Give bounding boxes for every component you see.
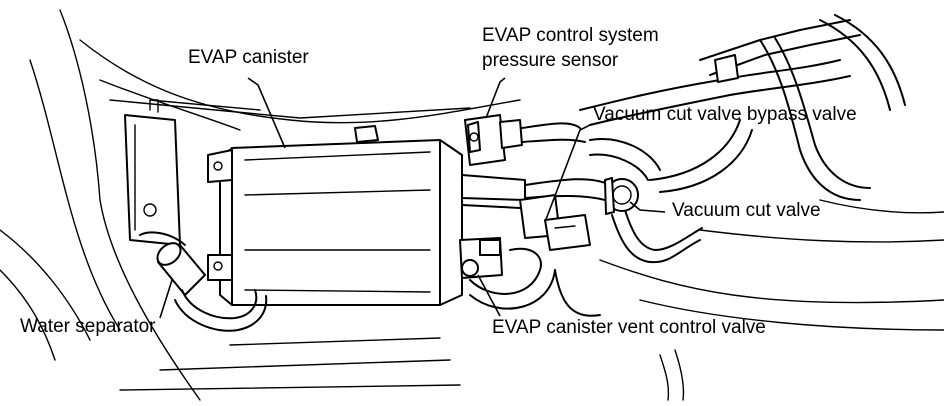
leader-vacuum-cut-valve	[629, 201, 666, 213]
label-pressure-sensor-line1: EVAP control system	[482, 25, 659, 46]
label-vacuum-cut-valve: Vacuum cut valve	[672, 200, 821, 221]
leader-pressure-sensor	[485, 77, 506, 119]
canister-hoses	[469, 247, 601, 317]
leader-bypass-valve	[544, 123, 593, 223]
evap-canister-body	[207, 125, 463, 306]
body-panel-lines	[0, 9, 944, 401]
label-bypass-valve: Vacuum cut valve bypass valve	[593, 104, 857, 125]
leader-vent-control-valve	[477, 274, 501, 317]
mounting-bracket	[124, 99, 181, 246]
vacuum-tubes	[461, 14, 906, 264]
label-pressure-sensor-line2: pressure sensor	[482, 50, 619, 71]
label-water-separator: Water separator	[20, 316, 156, 337]
label-evap-canister: EVAP canister	[188, 47, 309, 68]
leader-lines	[159, 77, 666, 319]
leader-evap-canister	[247, 77, 286, 149]
pressure-sensor-part	[464, 114, 586, 166]
leader-water-separator	[159, 279, 173, 319]
label-vent-control-valve: EVAP canister vent control valve	[492, 317, 766, 338]
vacuum-cut-valve-part	[604, 177, 639, 215]
water-separator-part	[139, 231, 268, 332]
vent-control-valve-part	[459, 237, 503, 279]
